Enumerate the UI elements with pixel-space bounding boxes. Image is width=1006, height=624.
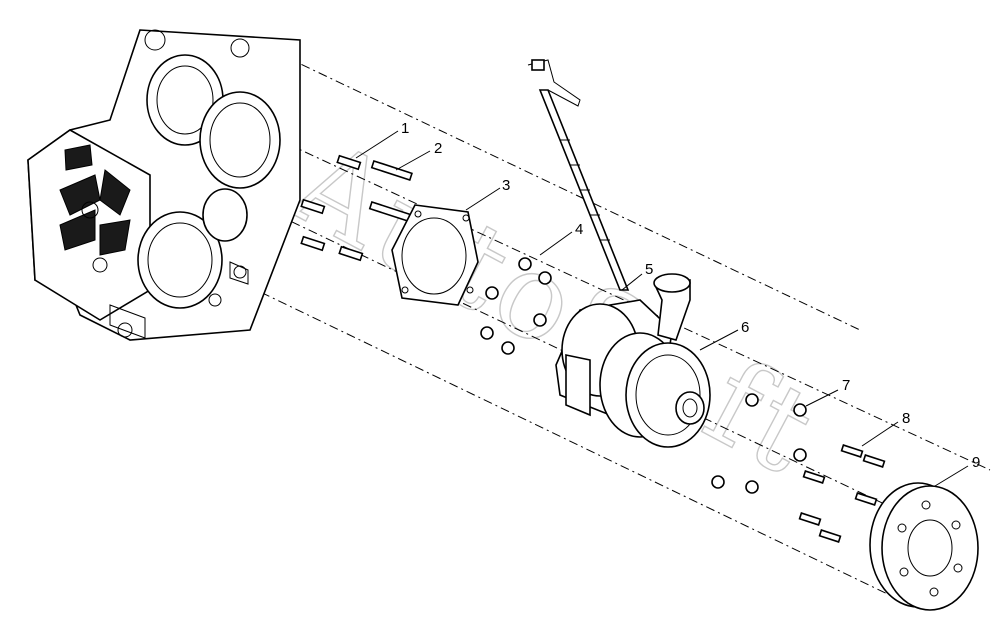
callout-7: 7 <box>842 377 850 394</box>
nuts-set-2 <box>711 393 807 494</box>
callout-labels: 1 2 3 4 5 6 7 8 9 <box>401 120 980 471</box>
callout-9: 9 <box>972 454 980 471</box>
callout-2: 2 <box>434 140 442 157</box>
nuts-set-1 <box>480 257 552 355</box>
callout-8: 8 <box>902 410 910 427</box>
pulley <box>869 482 979 611</box>
watermark-text: AutoSoft <box>271 112 841 502</box>
callout-3: 3 <box>502 177 510 194</box>
leader-lines <box>355 130 969 487</box>
dipstick-tube <box>527 59 630 291</box>
studs-long <box>368 159 413 222</box>
callout-6: 6 <box>741 319 749 336</box>
gear-housing <box>27 29 301 341</box>
water-pump <box>555 273 711 448</box>
callout-5: 5 <box>645 261 653 278</box>
studs-short <box>300 154 364 262</box>
bolts <box>798 444 886 543</box>
callout-1: 1 <box>401 120 409 137</box>
callout-4: 4 <box>575 221 583 238</box>
gasket <box>391 204 479 306</box>
